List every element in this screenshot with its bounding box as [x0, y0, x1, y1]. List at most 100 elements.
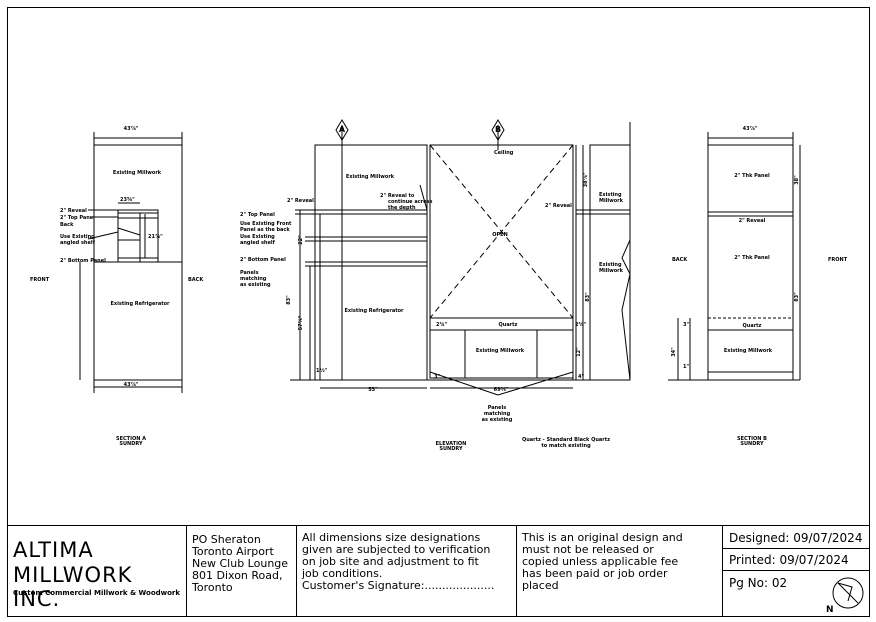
title-block-company: ALTIMA MILLWORK INC. Custom Commercial M… [7, 525, 187, 617]
elevation-existing-millwork-lower: Existing Millwork [476, 348, 525, 354]
elevation-dim-3: 3" [434, 374, 440, 380]
title-block-dates: Designed: 09/07/2024 Printed: 09/07/2024… [723, 525, 870, 617]
elevation-reveal-right: 2" Reveal [545, 203, 572, 209]
project-address: PO Sheraton Toronto Airport New Club Lou… [192, 533, 289, 594]
elevation-angled-2: angled shelf [240, 240, 276, 246]
section-b-front: FRONT [828, 257, 848, 263]
elevation-bottom-panel: 2" Bottom Panel [240, 257, 286, 263]
section-b-dim-83: 83" [794, 292, 800, 302]
elevation-dim-15: 1½" [316, 367, 328, 374]
elevation [290, 119, 631, 396]
section-b-dim-1: 1" [683, 364, 689, 370]
elevation-existing-right-1: Existing [599, 192, 622, 198]
title-block-address: PO Sheraton Toronto Airport New Club Lou… [187, 525, 297, 617]
section-b-reveal: 2" Reveal [739, 218, 766, 224]
section-a-existing-millwork: Existing Millwork [113, 170, 162, 176]
section-a-dim-bottom: 43⅞" [124, 382, 139, 388]
section-a-back-label: BACK [188, 277, 204, 283]
section-b-back: BACK [672, 257, 688, 263]
elevation-panels-1: Panels [240, 270, 259, 276]
elevation-dim-69: 69⅜" [494, 387, 509, 393]
elevation-dim-22: 22" [298, 235, 304, 245]
elevation-refrigerator: Existing Refrigerator [344, 308, 404, 314]
north-label: N [826, 605, 834, 615]
elevation-existing-right-2: Millwork [599, 198, 624, 204]
company-tagline: Custom Commercial Millwork & Woodwork [13, 589, 181, 597]
section-a [79, 132, 183, 393]
printed-row: Printed: 09/07/2024 [723, 548, 870, 571]
company-name-line1: ALTIMA [13, 538, 94, 562]
section-b-thk-panel-mid: 2" Thk Panel [734, 255, 770, 261]
elevation-existing-right2-2: Millwork [599, 268, 624, 274]
section-b-dim-34: 34" [671, 347, 677, 357]
elevation-dim-12: 12" [576, 347, 582, 357]
section-b-dim-3: 3" [683, 322, 689, 328]
section-a-refrigerator: Existing Refrigerator [110, 301, 170, 307]
elevation-existing-millwork: Existing Millwork [346, 174, 395, 180]
section-a-angled-2: angled shelf [60, 240, 96, 246]
copyright-notice: This is an original design and must not … [522, 531, 683, 592]
elevation-angled-1: Use Existing [240, 234, 275, 240]
elevation-top-panel: 2" Top Panel [240, 212, 275, 218]
dimension-terms: All dimensions size designations given a… [302, 531, 495, 592]
section-a-angled-1: Use Existing [60, 234, 95, 240]
section-b-thk-panel-top: 2" Thk Panel [734, 173, 770, 179]
section-a-back: Back [60, 222, 74, 228]
elevation-panels-b-2: matching [484, 411, 511, 417]
elevation-open: OPEN [492, 232, 508, 238]
elevation-quartz-note-1: Quartz - Standard Black Quartz [522, 437, 610, 443]
company-name-line2: MILLWORK INC. [13, 563, 133, 611]
elevation-marker-b: B [495, 125, 501, 134]
elevation-dim-234: 2¾" [436, 322, 448, 328]
section-b-caption-1: SECTION B [737, 436, 767, 442]
elevation-dim-57: 57⅞" [298, 315, 304, 330]
section-b-quartz: Quartz [743, 323, 762, 329]
elevation-panels-2: matching [240, 276, 267, 282]
elevation-quartz: Quartz [499, 322, 518, 328]
title-block-legal: This is an original design and must not … [517, 525, 723, 617]
elevation-front-panel-2: Panel as the back [240, 227, 290, 233]
section-a-front: FRONT [30, 277, 50, 283]
elevation-panels-b-1: Panels [488, 405, 507, 411]
section-a-dim-top: 43⅞" [124, 126, 139, 132]
drawing-sheet [7, 7, 870, 617]
printed-date: Printed: 09/07/2024 [729, 553, 849, 567]
designed-row: Designed: 09/07/2024 [723, 526, 870, 549]
elevation-ceiling: Ceiling [494, 150, 514, 156]
section-a-caption-2: SUNDRY [119, 441, 143, 447]
section-a-reveal: 2" Reveal [60, 208, 87, 214]
north-arrow-icon [832, 577, 864, 609]
elevation-reveal: 2" Reveal [287, 198, 314, 204]
elevation-dim-83-left: 83" [286, 295, 292, 305]
elevation-reveal-continue-3: the depth [388, 205, 416, 211]
elevation-dim-83-right: 83" [585, 292, 591, 302]
elevation-caption-2: SUNDRY [439, 446, 463, 452]
elevation-dim-38: 38⅞" [583, 172, 589, 187]
elevation-existing-right2-1: Existing [599, 262, 622, 268]
section-a-dim-23: 23⅝" [120, 197, 135, 203]
elevation-panels-3: as existing [240, 282, 271, 288]
elevation-reveal-continue-1: 2" Reveal to [380, 193, 415, 199]
section-a-top-panel: 2" Top Panel [60, 215, 95, 221]
elevation-reveal-continue-2: continue across [388, 199, 433, 205]
section-b-dim-top: 43⅞" [743, 126, 758, 132]
section-a-caption-1: SECTION A [116, 436, 146, 442]
designed-date: Designed: 09/07/2024 [729, 531, 863, 545]
section-a-bottom-panel: 2" Bottom Panel [60, 258, 106, 264]
elevation-panels-b-3: as existing [482, 417, 513, 423]
elevation-marker-a: A [339, 125, 346, 134]
elevation-dim-234b: 2¾" [575, 322, 587, 328]
elevation-dim-4: 4" [578, 374, 584, 380]
page-number: Pg No: 02 [729, 576, 788, 590]
section-b-dim-38: 38" [794, 175, 800, 185]
section-a-dim-side: 21⅞" [148, 234, 163, 240]
elevation-dim-53: 53" [368, 387, 378, 393]
section-b-caption-2: SUNDRY [740, 441, 764, 447]
elevation-front-panel-1: Use Existing Front [240, 221, 292, 227]
title-block-terms: All dimensions size designations given a… [297, 525, 517, 617]
section-b [668, 132, 801, 381]
elevation-quartz-note-2: to match existing [541, 443, 591, 449]
section-b-existing-millwork: Existing Millwork [724, 348, 773, 354]
elevation-caption-1: ELEVATION [436, 441, 467, 447]
